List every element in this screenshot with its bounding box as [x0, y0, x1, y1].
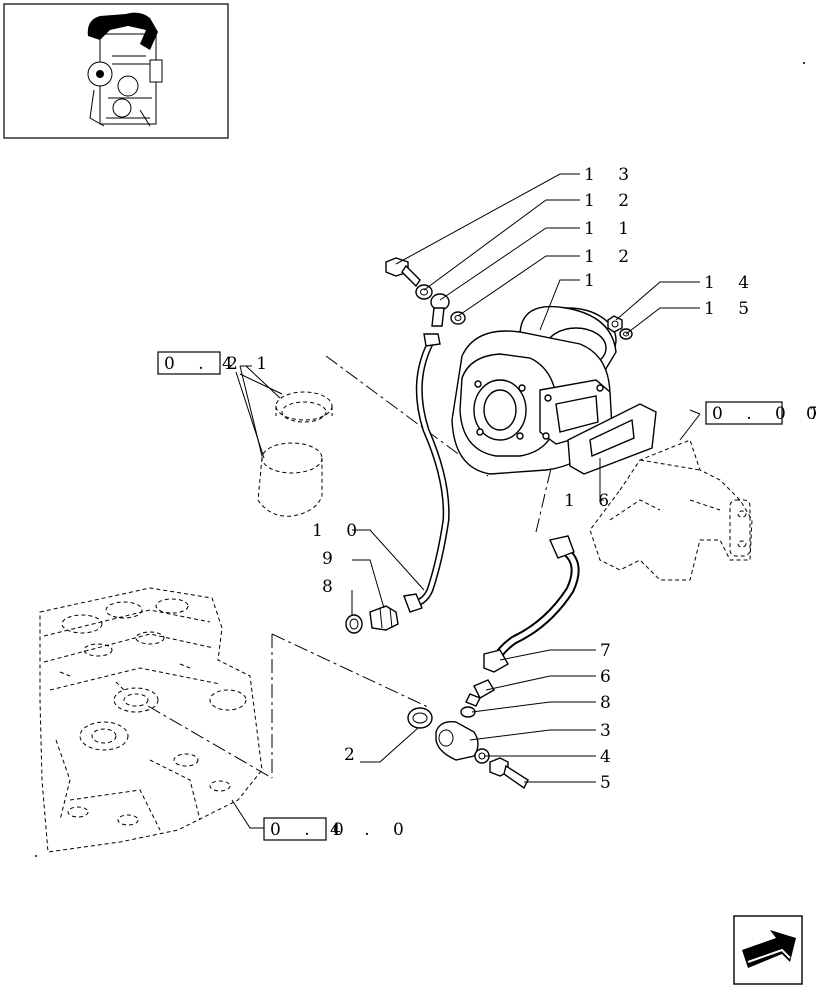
callout-6: 6 — [600, 667, 620, 687]
washer-12-lower[interactable] — [450, 311, 466, 325]
callout-12-lower: 1 2 — [584, 247, 638, 267]
ref-0-04-0[interactable]: 0 . 0 4 . 0 — [263, 817, 413, 841]
banjo-fitting-11[interactable] — [430, 293, 450, 327]
gasket-16[interactable] — [567, 403, 657, 475]
callout-16: 1 6 — [564, 491, 618, 511]
callout-10: 1 0 — [312, 521, 366, 541]
engine-thumbnail-drawing — [87, 12, 163, 127]
leader-lines — [231, 173, 701, 829]
elbow-3[interactable] — [435, 721, 479, 761]
callout-11: 1 1 — [584, 219, 638, 239]
adapter-9[interactable] — [369, 605, 399, 631]
sleeve-seal-outline — [257, 391, 333, 517]
ref-0-04-0-box-label: 0 . 0 — [270, 820, 353, 840]
washer-12-upper[interactable] — [415, 284, 433, 300]
next-page-button[interactable] — [733, 915, 803, 985]
callout-numbers: 1 3 1 2 1 1 1 2 1 1 4 1 5 1 6 1 0 9 8 7 … — [312, 165, 758, 793]
ref-0-04-0-tail: 4 . 0 — [330, 820, 413, 840]
callout-8-right: 8 — [600, 693, 620, 713]
callout-1: 1 — [584, 271, 604, 291]
callout-5: 5 — [600, 773, 620, 793]
callout-12-upper: 1 2 — [584, 191, 638, 211]
fitting-6[interactable] — [465, 679, 495, 707]
bolt-5[interactable] — [489, 757, 529, 790]
ref-0-24-1[interactable]: 0 . 2 4 1 — [157, 351, 276, 375]
callout-14: 1 4 — [704, 273, 758, 293]
exhaust-manifold-outline — [589, 439, 753, 581]
ref-0-07-0-tail: 0 — [806, 404, 816, 424]
seal-washer-8[interactable] — [345, 614, 363, 634]
callout-7: 7 — [600, 641, 620, 661]
callout-2: 2 — [344, 745, 364, 765]
ref-0-24-1-box-label: 0 . 2 — [164, 354, 247, 374]
ref-0-24-1-tail: 4 1 — [222, 354, 276, 374]
engine-block-outline — [39, 587, 263, 853]
banjo-bolt-13[interactable] — [385, 257, 421, 288]
callout-15: 1 5 — [704, 299, 758, 319]
ref-0-07-0[interactable]: 0 . 0 7 . 0 — [705, 401, 816, 425]
callout-8-left: 8 — [322, 577, 342, 597]
engine-thumbnail[interactable] — [3, 3, 229, 139]
oil-return-pipe-7[interactable] — [483, 535, 580, 673]
oil-feed-pipe-10[interactable] — [403, 333, 450, 613]
callout-3: 3 — [600, 721, 620, 741]
next-page-arrow-icon — [742, 930, 796, 968]
o-ring-2[interactable] — [407, 707, 433, 729]
callout-9: 9 — [322, 549, 342, 569]
ref-0-07-0-box-label: 0 . 0 7 . — [712, 404, 816, 424]
callout-4: 4 — [600, 747, 620, 767]
nut-14[interactable] — [607, 315, 623, 333]
callout-13: 1 3 — [584, 165, 638, 185]
